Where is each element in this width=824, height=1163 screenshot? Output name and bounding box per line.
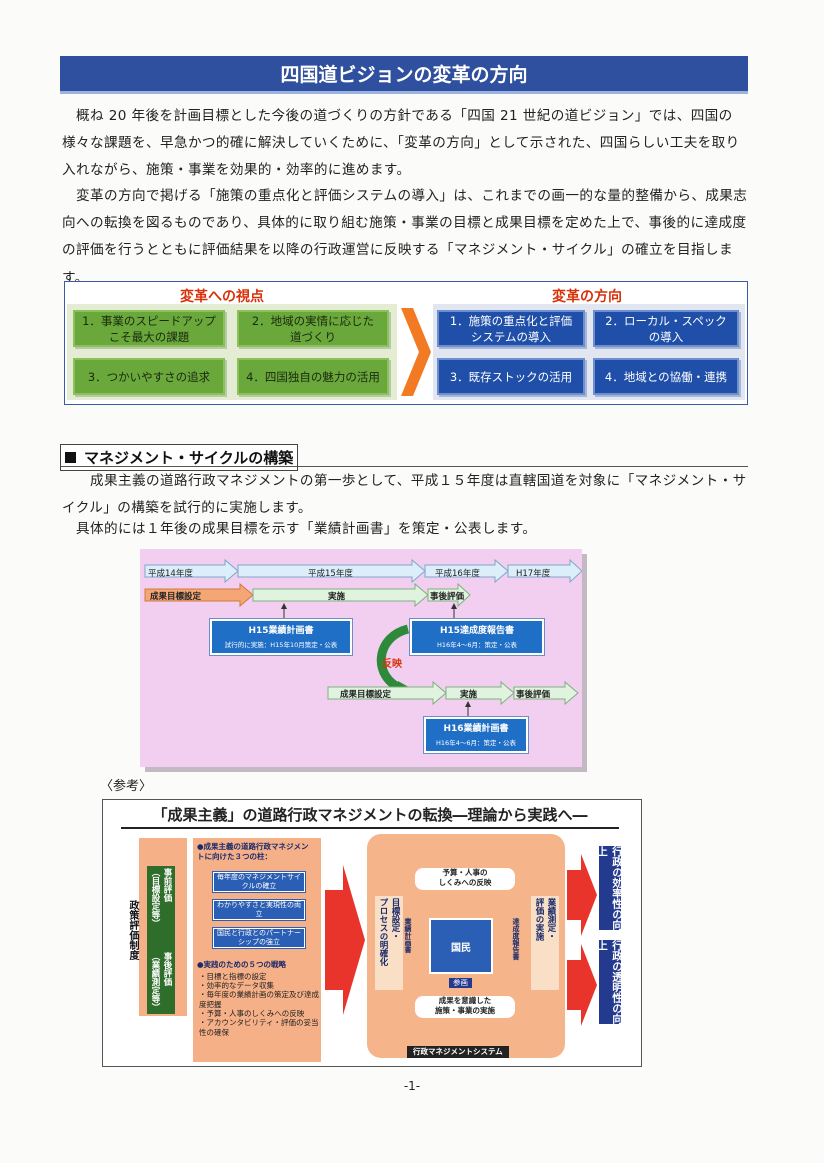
strategy-item: ・予算・人事のしくみへの反映 bbox=[199, 1009, 305, 1018]
intro-paragraph-1: 概ね 20 年後を計画目標とした今後の道づくりの方針である「四国 21 世紀の道… bbox=[62, 108, 740, 179]
management-panel: 「成果主義」の道路行政マネジメントの転換―理論から実践へ― 政策評価制度 事前評… bbox=[102, 799, 642, 1067]
cycle-top: 予算・人事の しくみへの反映 bbox=[415, 868, 515, 890]
outcome-efficiency: 行政の効率性の向上 bbox=[596, 846, 623, 930]
cycle-right-inner: 達成度報告書 bbox=[512, 918, 520, 960]
strategies-heading: ●実践のための５つの戦略 bbox=[197, 960, 287, 969]
big-arrow bbox=[325, 865, 365, 1015]
directions-area: 1．施策の重点化と評価 システムの導入 2．ローカル・スペック の導入 3．既存… bbox=[433, 304, 745, 400]
year-label: 平成14年度 bbox=[148, 569, 193, 579]
report-sub: H16年4～6月：策定・公表 bbox=[436, 739, 516, 747]
section-heading-text: マネジメント・サイクルの構築 bbox=[84, 449, 294, 467]
viewpoint-1: 1．事業のスピードアップ こそ最大の課題 bbox=[73, 310, 225, 347]
phase-label: 成果目標設定 bbox=[150, 592, 202, 602]
intro-paragraph-2: 変革の方向で掲げる「施策の重点化と評価システムの導入」は、これまでの画一的な量的… bbox=[62, 188, 748, 286]
direction-3: 3．既存ストックの活用 bbox=[437, 358, 585, 395]
strategy-item: ・目標と指標の設定 bbox=[199, 972, 267, 981]
pillar-1: 毎年度のマネジメントサイクルの確立 bbox=[213, 872, 305, 892]
viewpoint-4: 4．四国独自の魅力の活用 bbox=[237, 358, 389, 395]
big-arrow bbox=[567, 944, 597, 1026]
cycle-right: 業績測定・ 評価の実施 bbox=[531, 896, 559, 990]
pillars-heading: ●成果主義の道路行政マネジメントに向けた３つの柱： bbox=[197, 842, 309, 861]
report-h16-plan: H16業績計画書 H16年4～6月：策定・公表 bbox=[424, 717, 528, 753]
cycle-left: 目標設定・ プロセスの明確化 bbox=[375, 896, 403, 990]
cycle-center: 国民 bbox=[429, 918, 493, 974]
phase-label: 実施 bbox=[460, 690, 478, 700]
phase-label: 事後評価 bbox=[516, 690, 551, 700]
directions-heading: 変革の方向 bbox=[552, 289, 622, 305]
post-eval-box: 事後評価 （業績測定等） bbox=[147, 950, 175, 1014]
pillar-2: わかりやすさと実現性の両立 bbox=[213, 900, 305, 920]
strategy-item: ・毎年度の業績計画の策定及び達成度把握 bbox=[199, 990, 319, 1009]
report-title: H16業績計画書 bbox=[443, 724, 509, 734]
report-sub: H16年4～6月：策定・公表 bbox=[437, 641, 517, 649]
strategy-item: ・効率的なデータ収集 bbox=[199, 981, 274, 990]
report-sub: 試行的に実施：H15年10月策定・公表 bbox=[224, 641, 338, 649]
report-title: H15業績計画書 bbox=[248, 626, 314, 636]
timeline-diagram: 平成14年度 平成15年度 平成16年度 H17年度 成果目標設定 実施 事後評… bbox=[140, 549, 582, 767]
direction-1: 1．施策の重点化と評価 システムの導入 bbox=[437, 310, 585, 347]
square-bullet-icon bbox=[65, 452, 76, 463]
section-paragraph-1: 成果主義の道路行政マネジメントの第一歩として、平成１５年度は直轄国道を対象に「マ… bbox=[62, 473, 747, 517]
report-title: H15達成度報告書 bbox=[439, 626, 515, 636]
report-h15-result: H15達成度報告書 H16年4～6月：策定・公表 bbox=[410, 619, 544, 655]
strategy-item: ・アカウンタビリティ・評価の妥当性の確保 bbox=[199, 1018, 319, 1037]
page-number: -1- bbox=[403, 1079, 421, 1093]
viewpoints-heading: 変革への視点 bbox=[180, 289, 264, 305]
cycle-left-inner: 業績計画書 bbox=[404, 918, 412, 953]
direction-4: 4．地域との協働・連携 bbox=[593, 358, 739, 395]
reform-panel: 変革への視点 変革の方向 1．事業のスピードアップ こそ最大の課題 2．地域の実… bbox=[64, 281, 748, 405]
viewpoint-3: 3．つかいやすさの追求 bbox=[73, 358, 225, 395]
page-title: 四国道ビジョンの変革の方向 bbox=[60, 56, 748, 94]
big-arrow bbox=[567, 854, 597, 936]
pillar-3: 国民と行政とのパートナーシップの強立 bbox=[213, 928, 305, 948]
cycle-participation: 参画 bbox=[449, 978, 472, 988]
reform-arrow bbox=[401, 308, 431, 396]
eval-system-label: 政策評価制度 bbox=[127, 900, 138, 960]
viewpoint-2: 2．地域の実情に応じた 道づくり bbox=[237, 310, 389, 347]
viewpoints-area: 1．事業のスピードアップ こそ最大の課題 2．地域の実情に応じた 道づくり 3．… bbox=[67, 304, 397, 400]
phase-label: 成果目標設定 bbox=[340, 690, 392, 700]
report-h15-plan: H15業績計画書 試行的に実施：H15年10月策定・公表 bbox=[210, 619, 352, 655]
phase-label: 事後評価 bbox=[430, 592, 465, 602]
year-label: 平成16年度 bbox=[435, 569, 480, 579]
management-title: 「成果主義」の道路行政マネジメントの転換―理論から実践へ― bbox=[121, 804, 619, 829]
pre-eval-box: 事前評価 （目標設定等） bbox=[147, 866, 175, 950]
system-label: 行政マネジメントシステム bbox=[407, 1046, 509, 1058]
section-divider bbox=[60, 466, 748, 467]
feedback-label: 反映 bbox=[382, 659, 402, 670]
cycle-bottom: 成果を意識した 施策・事業の実施 bbox=[415, 996, 515, 1018]
timeline-arrows bbox=[144, 558, 582, 717]
section-paragraph-2: 具体的には１年後の成果目標を示す「業績計画書」を策定・公表します。 bbox=[76, 521, 537, 537]
outcome-transparency: 行政の透明性の向上 bbox=[596, 940, 623, 1024]
year-label: H17年度 bbox=[516, 569, 551, 579]
direction-2: 2．ローカル・スペック の導入 bbox=[593, 310, 739, 347]
year-label: 平成15年度 bbox=[308, 569, 353, 579]
reference-label: 〈参考〉 bbox=[100, 779, 153, 794]
phase-label: 実施 bbox=[328, 592, 346, 602]
